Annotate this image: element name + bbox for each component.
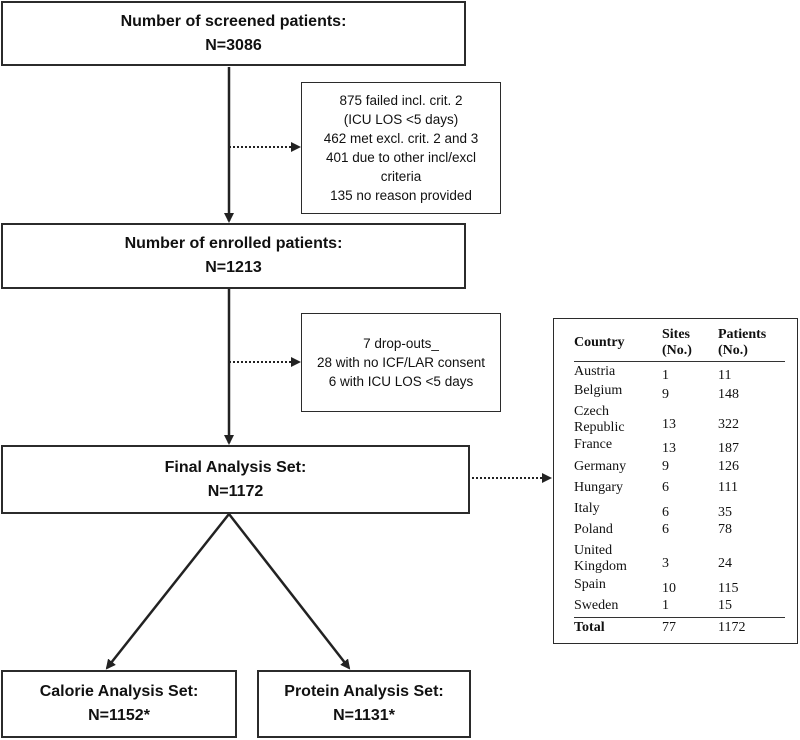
exclusion-line: 28 with no ICF/LAR consent <box>316 355 486 370</box>
final-title: Final Analysis Set: <box>164 458 307 476</box>
protein-analysis-box: Protein Analysis Set: N=1131* <box>257 670 471 738</box>
cell-country-line: United <box>574 543 613 558</box>
arrow-final-to-calorie <box>105 513 230 670</box>
cell-sites: 6 <box>662 522 669 537</box>
exclusion-line: 462 met excl. crit. 2 and 3 <box>323 131 479 146</box>
header-patients-label: Patients <box>718 327 767 342</box>
exclusion-line: 401 due to other incl/excl <box>325 150 477 165</box>
cell-country: Austria <box>574 364 616 379</box>
protein-count: N=1131* <box>333 707 395 724</box>
enrolled-box: Number of enrolled patients: N=1213 <box>1 223 466 289</box>
arrow-final-to-protein <box>228 513 351 670</box>
cell-patients: 35 <box>718 505 732 520</box>
screened-count: N=3086 <box>205 36 262 54</box>
cell-sites: 9 <box>662 387 669 402</box>
cell-sites: 6 <box>662 480 669 495</box>
header-country: Country <box>574 335 625 350</box>
cell-country-line: Czech <box>574 404 609 419</box>
cell-sites: 9 <box>662 459 669 474</box>
exclusion-line: criteria <box>380 169 422 184</box>
calorie-analysis-box: Calorie Analysis Set: N=1152* <box>1 670 237 738</box>
cell-sites: 10 <box>662 581 676 596</box>
table-total-rule <box>574 617 785 618</box>
cell-patients: 78 <box>718 522 732 537</box>
cell-patients: 111 <box>718 480 738 495</box>
final-analysis-box: Final Analysis Set: N=1172 <box>1 445 470 514</box>
cell-patients: 126 <box>718 459 739 474</box>
cell-sites: 1 <box>662 368 669 383</box>
cell-patients: 11 <box>718 368 732 383</box>
cell-country: United Kingdom <box>574 543 659 575</box>
cell-country: Czech Republic <box>574 404 659 436</box>
cell-patients: 115 <box>718 581 739 596</box>
cell-country: Poland <box>574 522 613 537</box>
cell-country: Germany <box>574 459 627 474</box>
cell-sites: 1 <box>662 598 669 613</box>
total-label: Total <box>574 620 605 635</box>
header-patients-unit: (No.) <box>718 343 748 358</box>
cell-country: Hungary <box>574 480 623 495</box>
cell-patients: 15 <box>718 598 732 613</box>
cell-country: Belgium <box>574 383 623 398</box>
header-sites-label: Sites <box>662 327 690 342</box>
screened-box: Number of screened patients: N=3086 <box>1 1 466 66</box>
screened-title: Number of screened patients: <box>120 12 347 30</box>
exclusion-line: 875 failed incl. crit. 2 <box>339 93 463 108</box>
exclusion-line: (ICU LOS <5 days) <box>343 112 459 127</box>
enrolled-count: N=1213 <box>205 259 262 276</box>
enrolled-title: Number of enrolled patients: <box>124 235 343 252</box>
header-sites-unit: (No.) <box>662 343 692 358</box>
cell-sites: 3 <box>662 556 669 571</box>
exclusions-box-2: 7 drop-outs_ 28 with no ICF/LAR consent … <box>301 313 501 412</box>
header-patients: Patients (No.) <box>718 327 798 359</box>
cell-sites: 6 <box>662 505 669 520</box>
cell-sites: 13 <box>662 417 676 432</box>
cell-patients: 24 <box>718 556 732 571</box>
table-header-row: Country Sites (No.) Patients (No.) <box>574 327 785 361</box>
calorie-count: N=1152* <box>88 707 150 724</box>
cell-country-line: Kingdom <box>574 559 627 574</box>
cell-sites: 13 <box>662 441 676 456</box>
header-sites: Sites (No.) <box>662 327 712 359</box>
protein-title: Protein Analysis Set: <box>284 683 444 700</box>
cell-country-line: Republic <box>574 420 625 435</box>
calorie-title: Calorie Analysis Set: <box>39 683 199 700</box>
cell-country: France <box>574 437 613 452</box>
exclusion-line: 7 drop-outs_ <box>363 336 439 351</box>
cell-country: Spain <box>574 577 606 592</box>
table-header-rule <box>574 361 785 362</box>
total-sites: 77 <box>662 620 676 635</box>
country-sites-table: Country Sites (No.) Patients (No.) Austr… <box>553 318 798 644</box>
exclusion-line: 135 no reason provided <box>330 188 472 203</box>
total-patients: 1172 <box>718 620 746 635</box>
cell-patients: 322 <box>718 417 739 432</box>
cell-patients: 187 <box>718 441 739 456</box>
cell-patients: 148 <box>718 387 739 402</box>
cell-country: Italy <box>574 501 600 516</box>
final-count: N=1172 <box>207 482 264 500</box>
cell-country: Sweden <box>574 598 619 613</box>
exclusion-line: 6 with ICU LOS <5 days <box>328 374 474 389</box>
exclusions-box-1: 875 failed incl. crit. 2 (ICU LOS <5 day… <box>301 82 501 214</box>
